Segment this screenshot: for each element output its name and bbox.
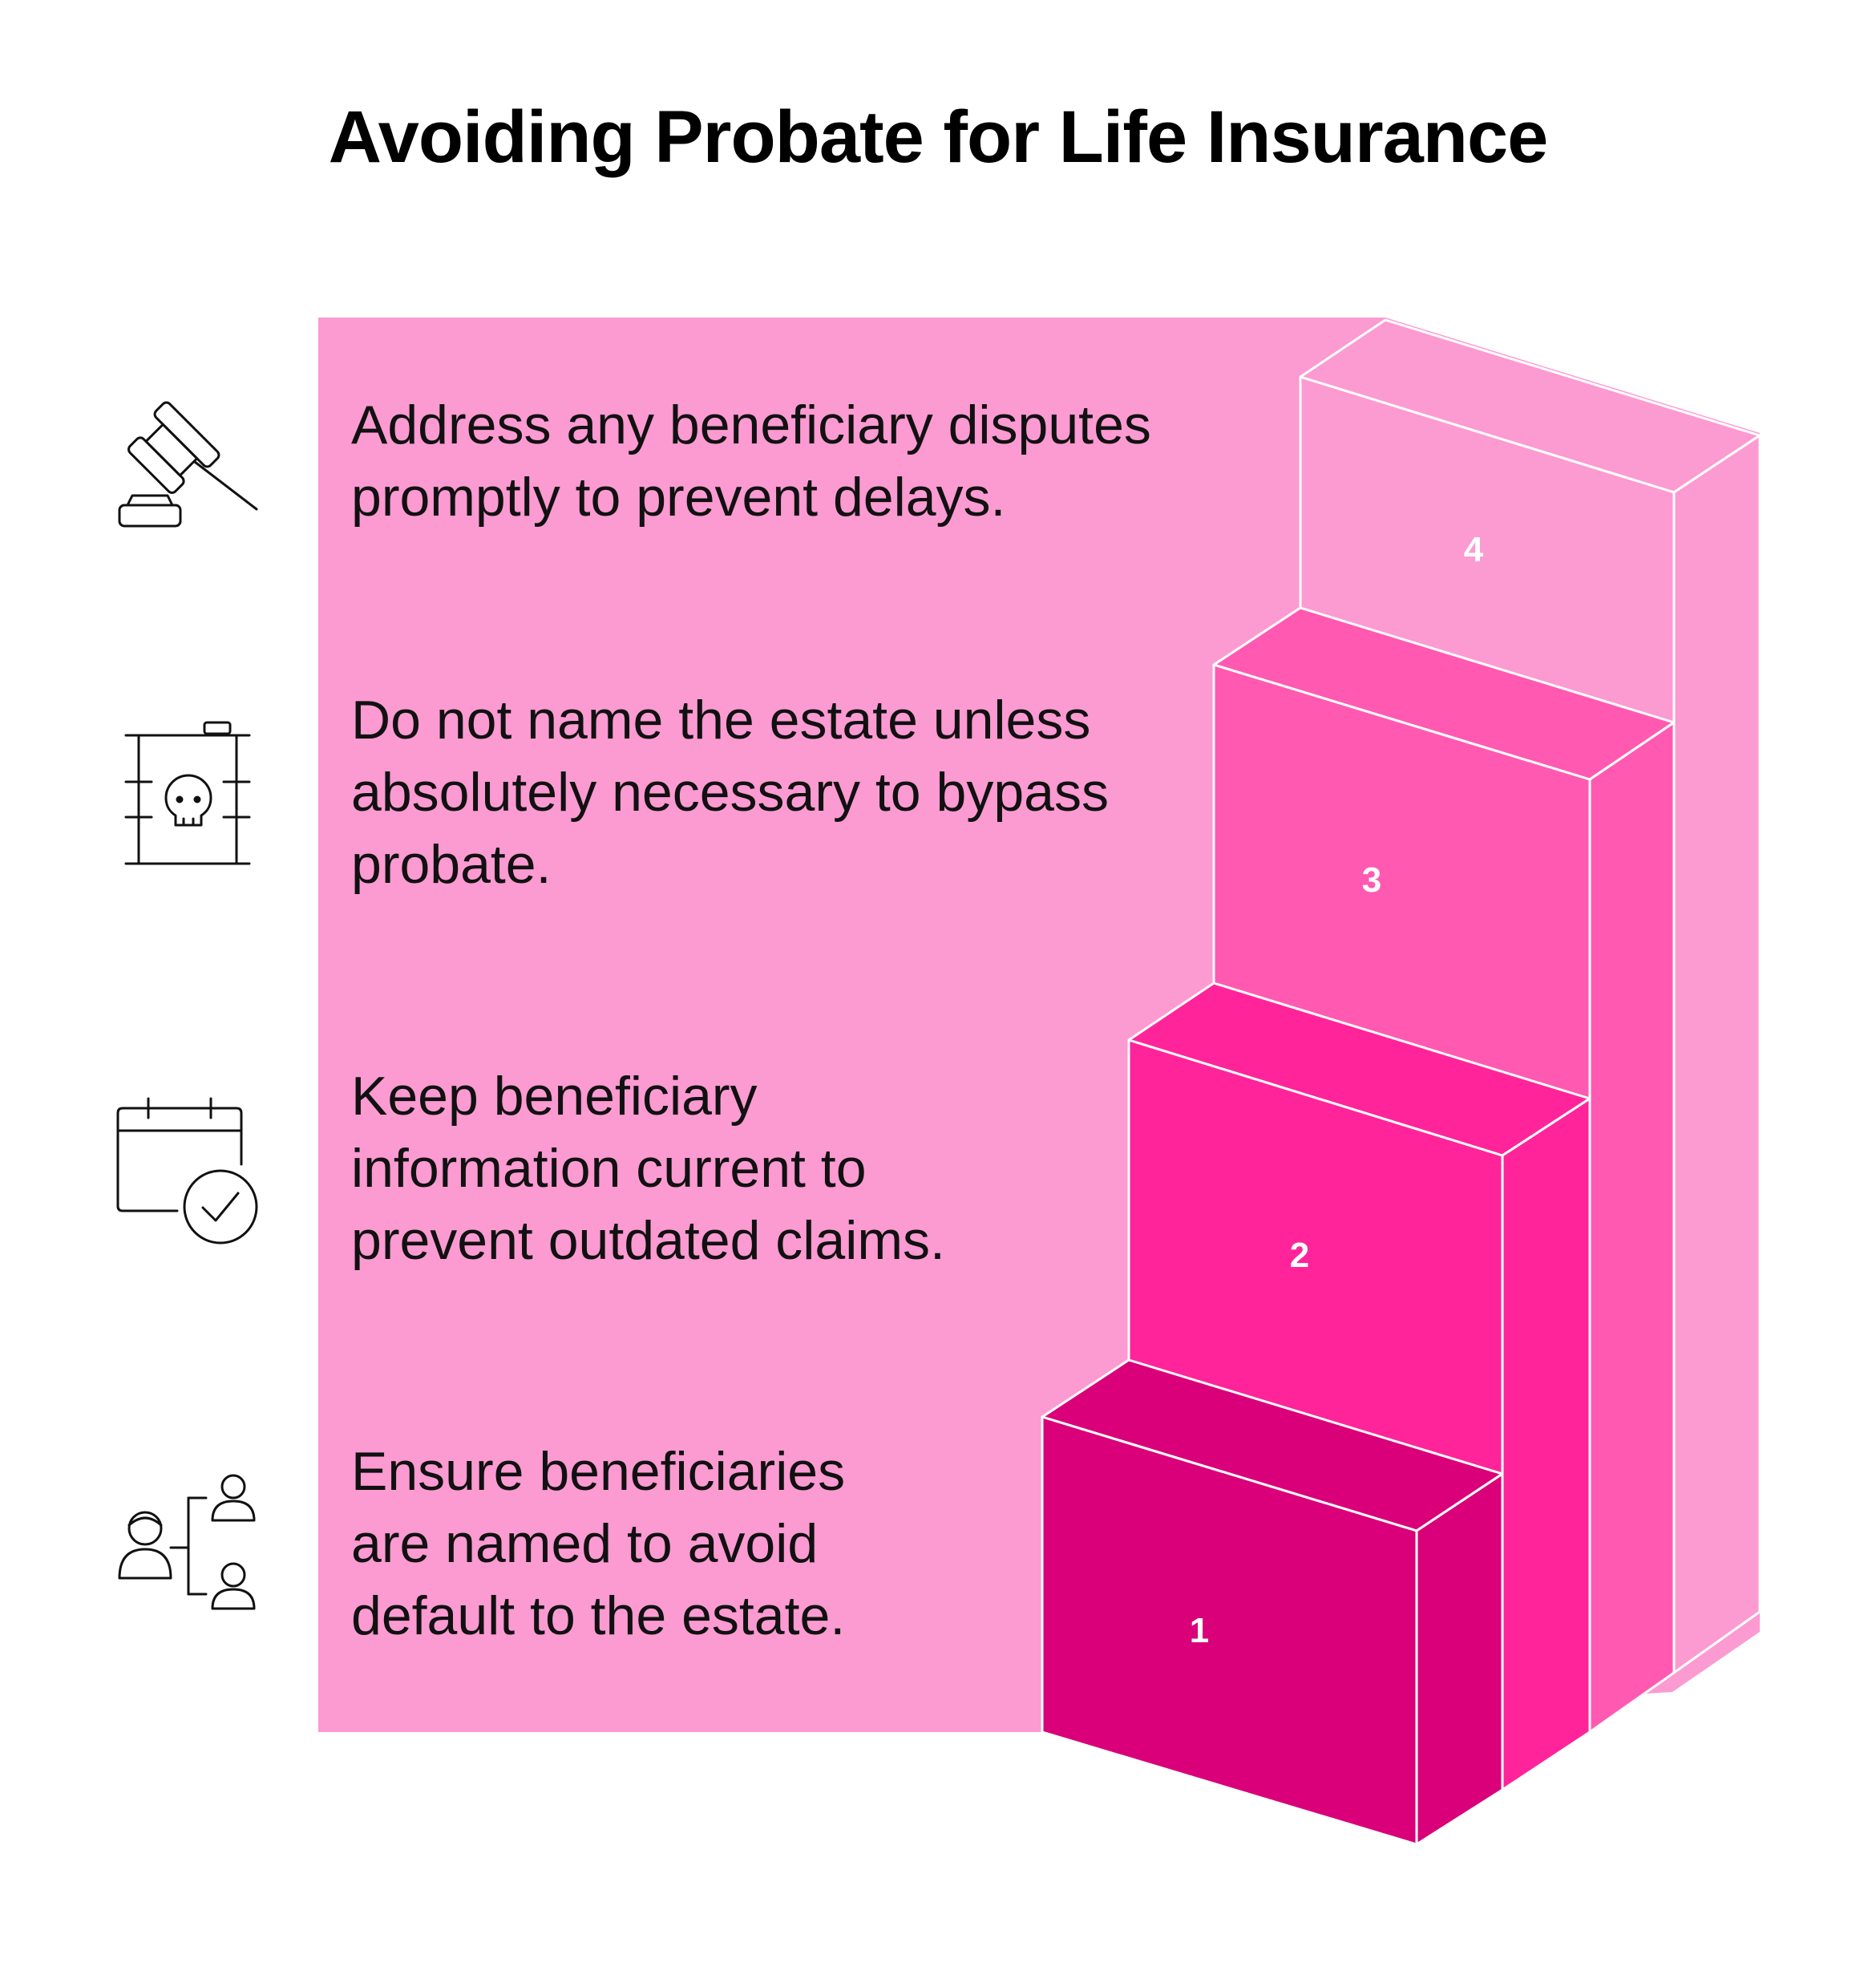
page-title: Avoiding Probate for Life Insurance (328, 96, 1549, 178)
poison-container-icon (108, 718, 269, 878)
step-text-1: Ensure beneficiaries are named to avoid … (351, 1441, 846, 1646)
step-number-1: 1 (1190, 1611, 1209, 1650)
step-number-4: 4 (1464, 530, 1484, 569)
step-text-3: Do not name the estate unless absolutely… (351, 690, 1109, 895)
step-text-4: Address any beneficiary disputes promptl… (351, 395, 1151, 528)
calendar-check-icon (108, 1091, 269, 1251)
step-text-2: Keep beneficiary information current to … (351, 1066, 945, 1271)
step-number-3: 3 (1362, 860, 1381, 900)
people-hierarchy-icon (108, 1467, 269, 1628)
gavel-icon (108, 385, 269, 545)
step-block-1 (1041, 1358, 1504, 1846)
step-number-2: 2 (1290, 1236, 1309, 1275)
